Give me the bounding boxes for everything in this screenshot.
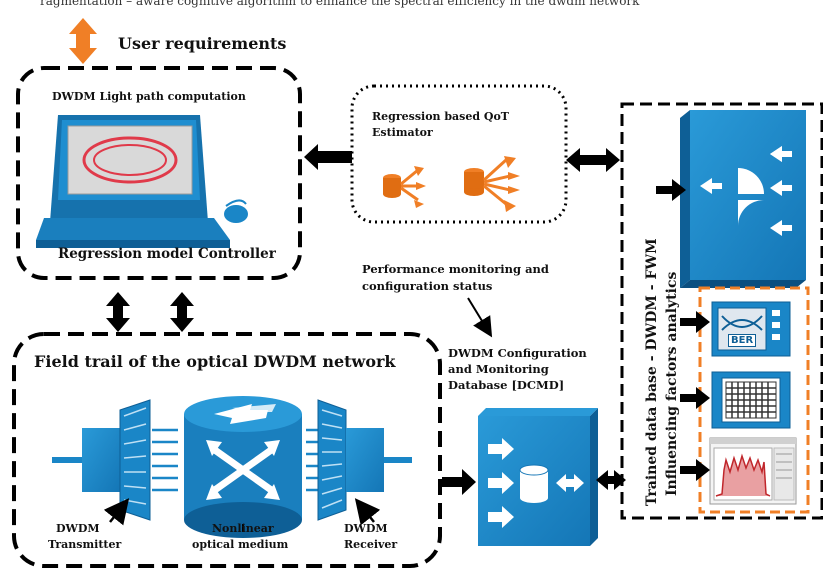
transmitter-label-line1: DWDM bbox=[56, 522, 100, 535]
analytics-switch-icon bbox=[680, 110, 806, 288]
transmitter-pointer bbox=[103, 498, 130, 526]
monitoring-label-line1: Performance monitoring and bbox=[362, 262, 549, 276]
monitoring-leader-line bbox=[467, 297, 493, 338]
user-requirements-arrow-icon bbox=[69, 18, 97, 64]
controller-field-double-arrow-1-icon bbox=[106, 292, 130, 332]
spectrum-input-arrow-icon bbox=[680, 459, 710, 481]
controller-title: DWDM Light path computation bbox=[52, 90, 246, 103]
receiver-pointer bbox=[354, 498, 381, 526]
estimator-to-controller-arrow-icon bbox=[304, 144, 352, 170]
grid-input-arrow-icon bbox=[680, 387, 710, 409]
analytics-label-line2: Influencing factors analytics bbox=[664, 271, 680, 496]
analytics-label-line1: Trained data base - DWDM - FWM bbox=[644, 238, 660, 506]
database-label-line2: and Monitoring bbox=[448, 362, 549, 376]
ber-tester-icon bbox=[711, 301, 791, 357]
grid-analyzer-icon bbox=[711, 371, 791, 429]
estimator-title-line2: Estimator bbox=[372, 126, 433, 139]
spectrum-plot-icon bbox=[709, 437, 797, 505]
dwdm-receiver-icon bbox=[306, 399, 412, 521]
transmitter-label-line2: Transmitter bbox=[48, 538, 122, 551]
medium-label-line1: Nonlinear bbox=[212, 522, 274, 535]
monitoring-label-line2: configuration status bbox=[362, 279, 493, 293]
dcmd-database-icon bbox=[478, 408, 598, 546]
nonlinear-medium-icon bbox=[184, 396, 302, 538]
receiver-label-line2: Receiver bbox=[344, 538, 398, 551]
controller-field-double-arrow-2-icon bbox=[170, 292, 194, 332]
field-to-database-arrow-icon bbox=[442, 469, 476, 495]
controller-box bbox=[16, 66, 302, 280]
field-trail-box bbox=[12, 332, 442, 568]
database-label-line3: Database [DCMD] bbox=[448, 378, 565, 392]
user-requirements-label: User requirements bbox=[118, 34, 287, 53]
controller-label: Regression model Controller bbox=[58, 246, 276, 262]
top-caption: ragmentation – aware cognitive algorithm… bbox=[40, 0, 640, 8]
ber-input-arrow-icon bbox=[680, 311, 710, 333]
database-label-line1: DWDM Configuration bbox=[448, 346, 587, 360]
estimator-box bbox=[350, 84, 568, 224]
estimator-analytics-double-arrow-icon bbox=[566, 148, 620, 172]
analytics-inner-box bbox=[698, 286, 810, 514]
regression-network-icon-2 bbox=[464, 156, 520, 212]
estimator-title-line1: Regression based QoT bbox=[372, 110, 509, 123]
computer-icon bbox=[36, 115, 248, 248]
ber-label: BER bbox=[728, 334, 757, 347]
analytics-box bbox=[620, 102, 823, 520]
medium-label-line2: optical medium bbox=[192, 538, 289, 551]
switch-input-arrow-icon bbox=[656, 179, 686, 201]
database-analytics-double-arrow-icon bbox=[596, 470, 626, 490]
regression-network-icon-1 bbox=[383, 166, 426, 208]
field-trail-title: Field trail of the optical DWDM network bbox=[34, 352, 396, 371]
receiver-label-line1: DWDM bbox=[344, 522, 388, 535]
dwdm-transmitter-icon bbox=[52, 399, 178, 521]
